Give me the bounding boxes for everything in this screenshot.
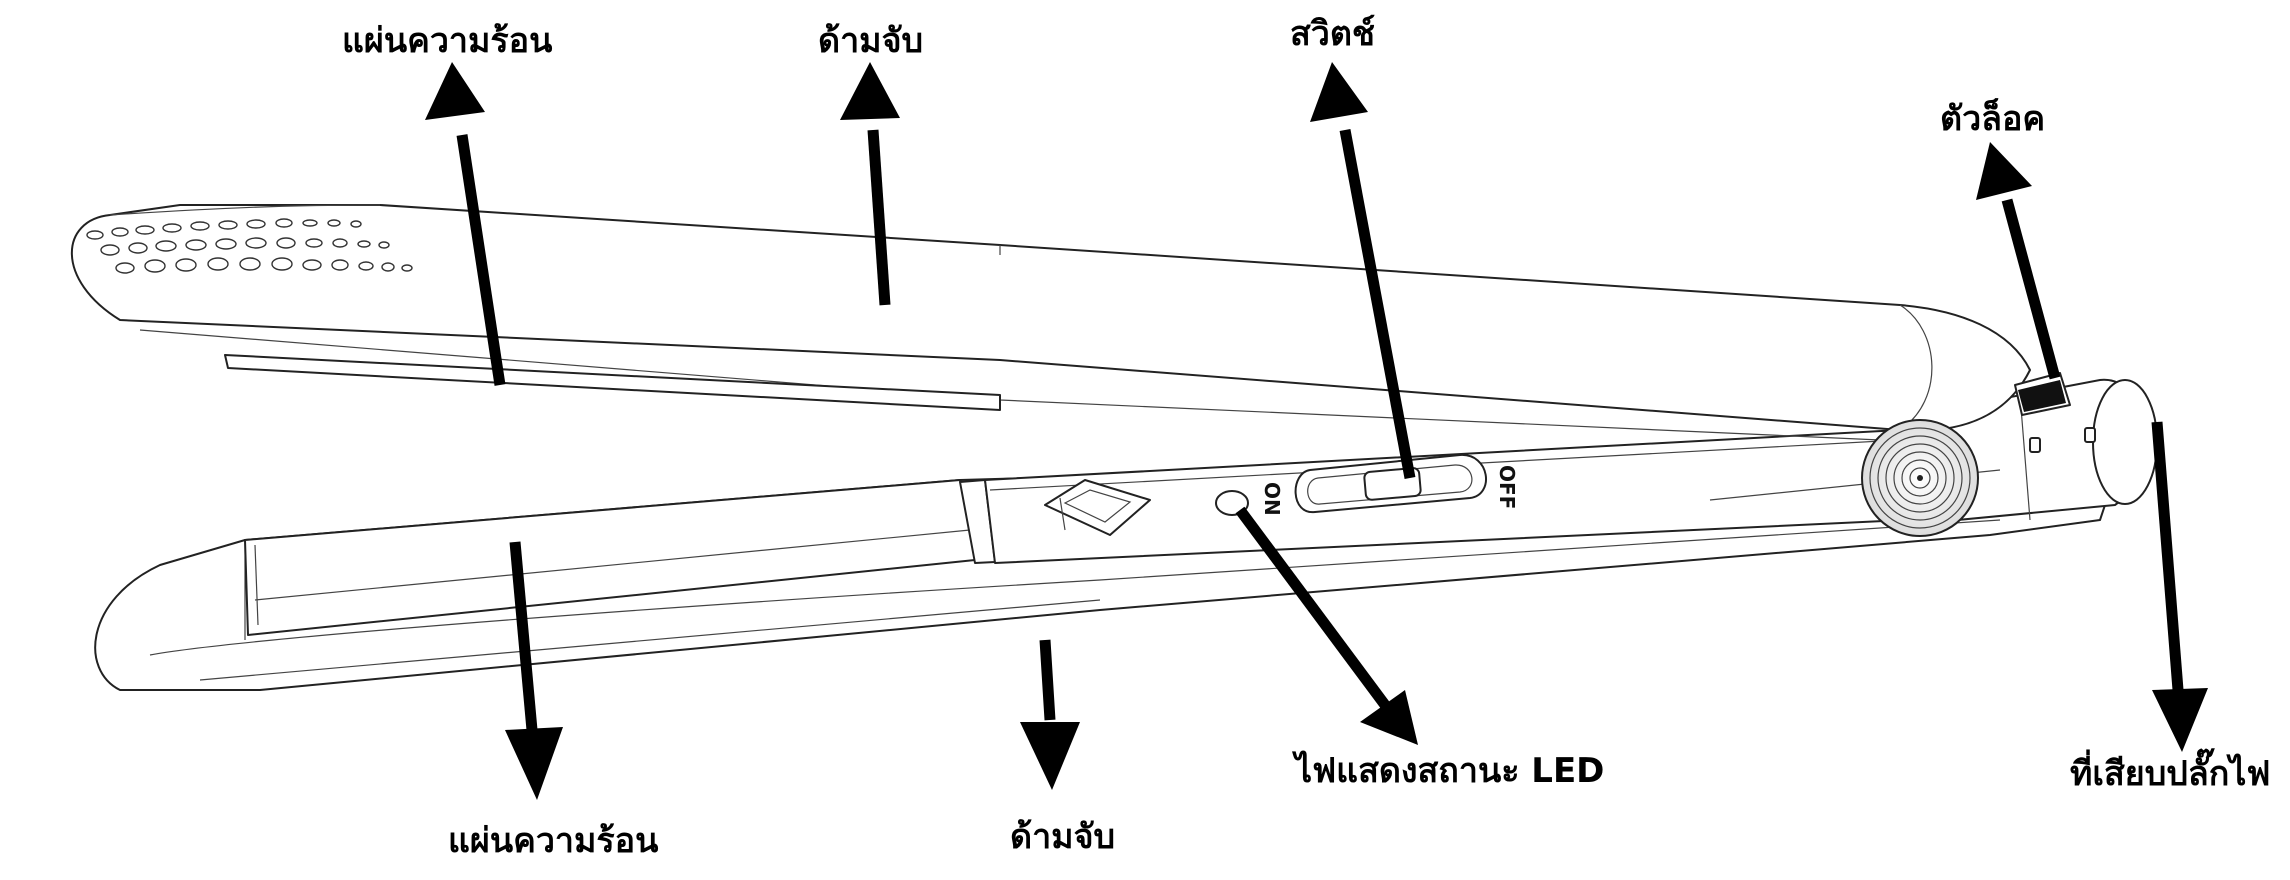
label-handle-top: ด้ามจับ bbox=[818, 21, 923, 61]
label-handle-bottom: ด้ามจับ bbox=[1010, 817, 1115, 857]
arrows bbox=[425, 62, 2208, 800]
label-status-led: ไฟแสดงสถานะ LED bbox=[1292, 750, 1604, 791]
label-heat-plate-bottom: แผ่นความร้อน bbox=[448, 821, 658, 861]
upper-arm bbox=[70, 204, 2031, 441]
led-indicator bbox=[1215, 490, 1249, 516]
label-lock: ตัวล็อค bbox=[1940, 97, 2045, 139]
hinge-dial bbox=[1861, 419, 1979, 537]
lower-arm: ON OFF bbox=[94, 378, 2158, 691]
switch-off-mark: OFF bbox=[1495, 465, 1519, 509]
upper-heat-plate bbox=[224, 354, 1001, 411]
lock-slider[interactable] bbox=[2014, 372, 2071, 416]
label-heat-plate-top: แผ่นความร้อน bbox=[342, 21, 552, 61]
vent-holes bbox=[86, 218, 413, 274]
label-power-socket: ที่เสียบปลั๊กไฟ bbox=[2070, 748, 2270, 794]
switch-on-mark: ON bbox=[1260, 482, 1284, 516]
label-switch: สวิตช์ bbox=[1290, 14, 1375, 54]
hinge-latch bbox=[1044, 479, 1151, 536]
